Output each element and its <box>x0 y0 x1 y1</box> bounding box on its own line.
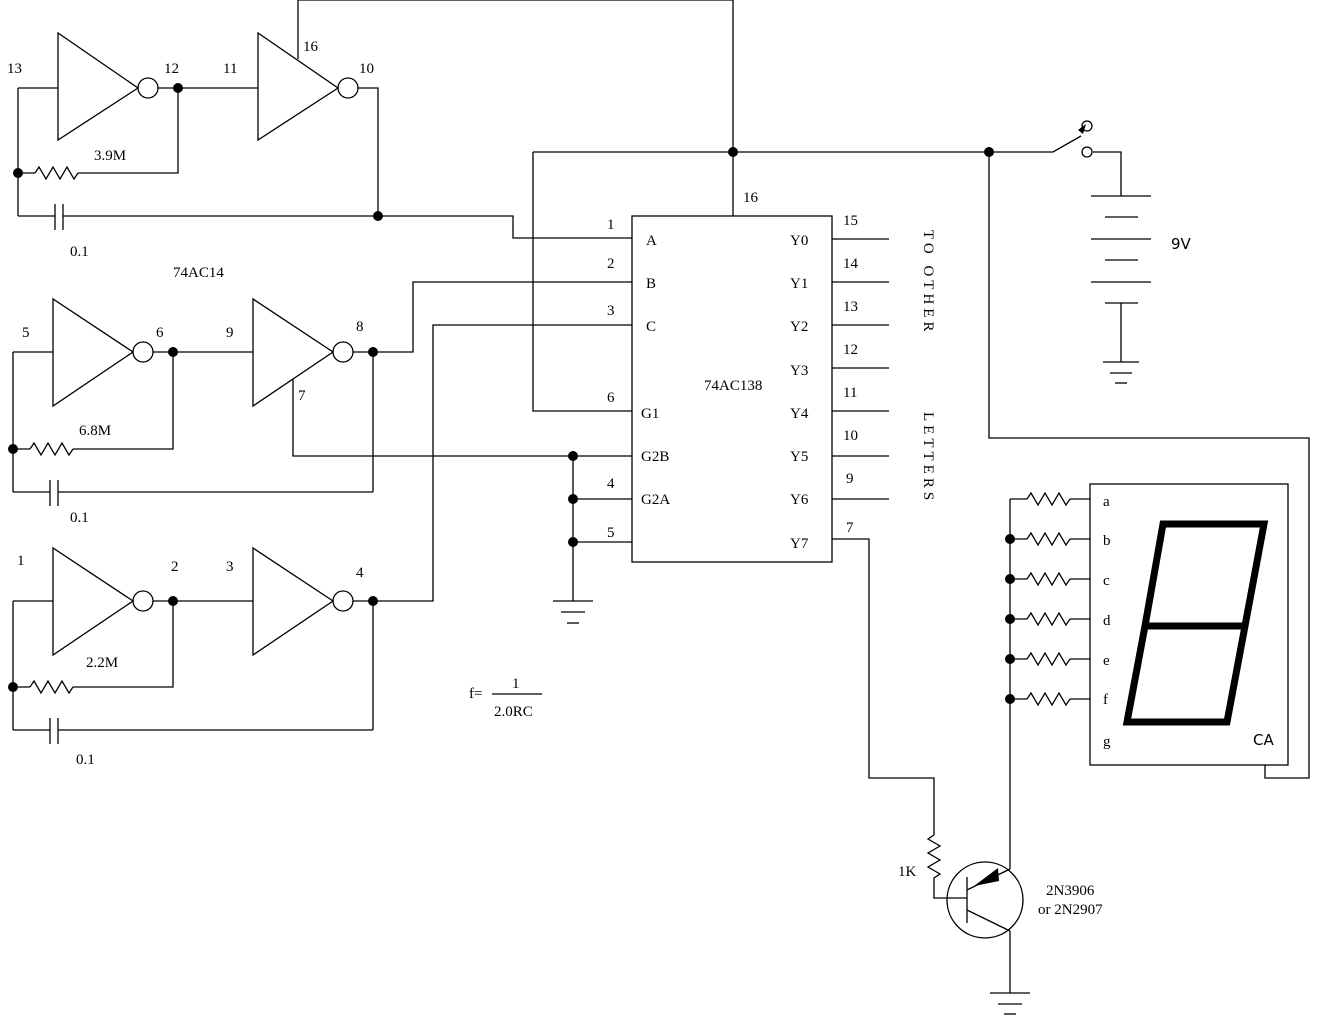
decoder-output-name: Y2 <box>790 319 808 335</box>
power-switch <box>1078 120 1093 158</box>
decoder-output-pin: 13 <box>843 299 858 315</box>
inverter-ic-label: 74AC14 <box>173 265 224 281</box>
seven-segment-display: a b c d e f g CA <box>1089 483 1289 766</box>
decoder-output-pin: 11 <box>843 385 857 401</box>
decoder-input-pin: 2 <box>607 256 615 272</box>
decoder-input-name: B <box>646 276 656 292</box>
resistor-symbol <box>29 441 74 457</box>
inverter-bubble <box>337 77 359 99</box>
oscillator-3: 1 2 3 4 2.2M 0.1 <box>8 324 632 768</box>
decoder-input-pin: 3 <box>607 303 615 319</box>
decoder-output-pin: 15 <box>843 213 858 229</box>
decoder-output-pin: 9 <box>846 471 854 487</box>
decoder-output-pin: 7 <box>846 520 854 536</box>
decoder-input-name: G1 <box>641 406 659 422</box>
battery-symbol <box>1091 195 1151 384</box>
pin-label: 5 <box>22 325 30 341</box>
decoder-output-name: Y6 <box>790 492 809 508</box>
formula-lhs: f= <box>469 686 482 702</box>
pin-label: 13 <box>7 61 22 77</box>
decoder-input-name: C <box>646 319 656 335</box>
resistor-value: 6.8M <box>79 423 111 439</box>
formula-numerator: 1 <box>512 676 520 692</box>
decoder-vcc-pin: 16 <box>743 190 759 206</box>
resistor-symbol <box>29 679 74 695</box>
frequency-formula: f= 1 2.0RC <box>469 676 542 720</box>
resistor-symbol <box>34 165 79 181</box>
resistor-value: 3.9M <box>94 148 126 164</box>
segment-label: f <box>1103 692 1108 708</box>
inverter-gate <box>257 31 340 142</box>
transistor-label-alt: or 2N2907 <box>1038 902 1103 918</box>
decoder-output-name: Y1 <box>790 276 808 292</box>
decoder-output-name: Y7 <box>790 536 809 552</box>
inverter-bubble <box>132 341 154 363</box>
decoder-input-name: G2B <box>641 449 669 465</box>
inverter-bubble <box>332 590 354 612</box>
decoder-chip: 74AC138 16 A 1 B 2 C 3 G1 6 G2B G2A 4 5 … <box>607 190 935 835</box>
capacitor-value: 0.1 <box>70 510 89 526</box>
inverter-bubble <box>132 590 154 612</box>
segment-resistors <box>1026 491 1071 707</box>
battery-label: 9V <box>1171 235 1192 253</box>
base-resistor-label: 1K <box>898 864 917 880</box>
decoder-input-pin: 5 <box>607 525 615 541</box>
transistor-label: 2N3906 <box>1046 883 1095 899</box>
decoder-output-pin: 14 <box>843 256 859 272</box>
pin-label: 3 <box>226 559 234 575</box>
pnp-transistor <box>946 861 1030 1015</box>
decoder-input-pin: 1 <box>607 217 615 233</box>
pin-label: 2 <box>171 559 179 575</box>
pin-label: 8 <box>356 319 364 335</box>
segment-label: c <box>1103 573 1110 589</box>
decoder-ic-label: 74AC138 <box>704 378 762 394</box>
segment-label: g <box>1103 734 1111 750</box>
decoder-input-pin: 6 <box>607 390 615 406</box>
note-to-other: TO OTHER <box>920 230 936 335</box>
pin-label: 12 <box>164 61 179 77</box>
note-letters: LETTERS <box>920 412 936 504</box>
vcc-pin-label: 16 <box>303 39 319 55</box>
gnd-pin-label: 7 <box>298 388 306 404</box>
capacitor-value: 0.1 <box>76 752 95 768</box>
decoder-output-pin: 12 <box>843 342 858 358</box>
pin-label: 4 <box>356 565 364 581</box>
oscillator-1: 13 12 11 10 16 3.9M 0.1 <box>7 0 733 260</box>
resistor-value: 2.2M <box>86 655 118 671</box>
decoder-output-name: Y4 <box>790 406 809 422</box>
decoder-output-name: Y3 <box>790 363 808 379</box>
segment-label: a <box>1103 494 1110 510</box>
decoder-output-name: Y0 <box>790 233 808 249</box>
capacitor-value: 0.1 <box>70 244 89 260</box>
segment-digit <box>1122 520 1269 726</box>
decoder-output-pin: 10 <box>843 428 858 444</box>
pin-label: 6 <box>156 325 164 341</box>
pin-label: 1 <box>17 553 25 569</box>
formula-denominator: 2.0RC <box>494 704 533 720</box>
inverter-gate <box>57 31 140 142</box>
pin-label: 9 <box>226 325 234 341</box>
inverter-bubble <box>137 77 159 99</box>
pin-label: 11 <box>223 61 237 77</box>
inverter-gate <box>52 297 135 408</box>
segment-label: e <box>1103 653 1110 669</box>
inverter-bubble <box>332 341 354 363</box>
decoder-input-name: G2A <box>641 492 670 508</box>
segment-label: d <box>1103 613 1111 629</box>
common-anode-label: CA <box>1253 731 1274 749</box>
decoder-input-name: A <box>646 233 657 249</box>
oscillator-2: 5 6 9 8 7 6.8M 0.1 <box>8 281 632 526</box>
decoder-output-name: Y5 <box>790 449 808 465</box>
inverter-gate <box>52 546 135 657</box>
decoder-input-pin: 4 <box>607 476 615 492</box>
segment-label: b <box>1103 533 1111 549</box>
base-resistor-symbol <box>926 834 967 899</box>
ground-symbol <box>553 600 593 624</box>
inverter-gate <box>252 546 335 657</box>
pin-label: 10 <box>359 61 374 77</box>
